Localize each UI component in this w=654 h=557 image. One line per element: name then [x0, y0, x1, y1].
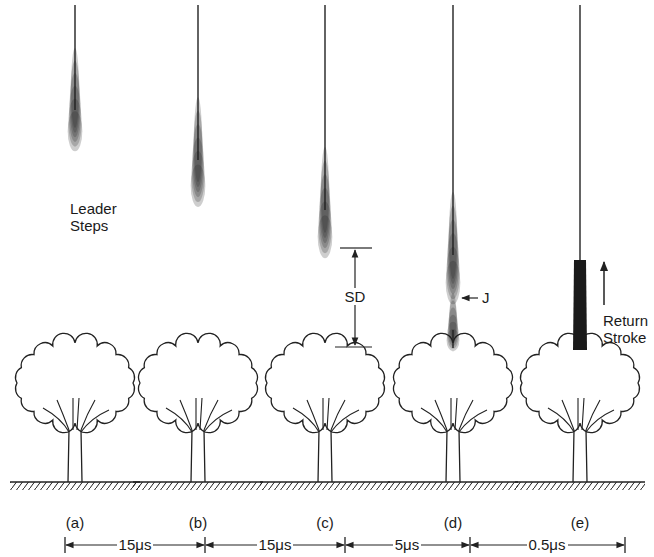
tree-crown: [138, 333, 257, 432]
leader-tip: [191, 165, 206, 208]
annotation: Leader Steps: [70, 200, 134, 235]
return-stroke-arrow: [603, 262, 605, 305]
tree-trunk: [318, 430, 332, 482]
ground-line: [515, 481, 645, 483]
dimension-label: SD: [343, 288, 368, 305]
panel-label: (d): [444, 514, 462, 531]
tree: [10, 333, 140, 490]
axis-tick: [204, 537, 205, 553]
leader-tip: [68, 111, 83, 151]
ground-hatching: [515, 482, 645, 490]
panel-label: (c): [316, 514, 334, 531]
time-label: 5μs: [393, 536, 422, 553]
tree-trunk: [573, 430, 587, 482]
axis-tick: [624, 537, 625, 553]
ground-hatching: [133, 482, 263, 490]
axis-tick: [64, 537, 65, 553]
leader-channel: [452, 330, 453, 348]
tree: [260, 333, 390, 490]
panel-label: (b): [189, 514, 207, 531]
tree-trunk: [446, 430, 460, 482]
junction-pointer: [462, 297, 478, 298]
leader-channel: [579, 5, 580, 262]
ground-line: [133, 481, 263, 483]
tree-branches: [548, 398, 614, 432]
tree: [133, 333, 263, 490]
dimension-tick: [335, 346, 372, 347]
tree-trunk: [191, 430, 205, 482]
axis-tick: [344, 537, 345, 553]
leader-tip: [447, 329, 460, 352]
tree-crown: [265, 333, 384, 432]
trees: [10, 333, 645, 490]
axis-tick: [469, 537, 470, 553]
leader-channels: [68, 5, 587, 351]
tree: [388, 333, 518, 490]
ground-hatching: [388, 482, 518, 490]
ground-hatching: [260, 482, 390, 490]
dimension-label: J: [482, 289, 490, 306]
tree-crown: [15, 333, 134, 432]
tree-trunk: [68, 430, 82, 482]
tree-branches: [421, 398, 487, 432]
annotation: Return Stroke: [603, 312, 651, 347]
time-label: 15μs: [257, 536, 294, 553]
tree-branches: [166, 398, 232, 432]
leader-tip: [318, 215, 333, 258]
dimension-tick: [340, 247, 372, 248]
ground-line: [10, 481, 140, 483]
tree-branches: [293, 398, 359, 432]
ground-line: [260, 481, 390, 483]
tree-branches: [43, 398, 109, 432]
panel-label: (a): [66, 514, 84, 531]
ground-line: [388, 481, 518, 483]
time-label: 0.5μs: [527, 536, 568, 553]
return-stroke-channel: [573, 260, 587, 350]
time-axis: [65, 537, 625, 553]
time-label: 15μs: [117, 536, 154, 553]
tree: [515, 333, 645, 490]
ground-hatching: [10, 482, 140, 490]
panel-label: (e): [571, 514, 589, 531]
